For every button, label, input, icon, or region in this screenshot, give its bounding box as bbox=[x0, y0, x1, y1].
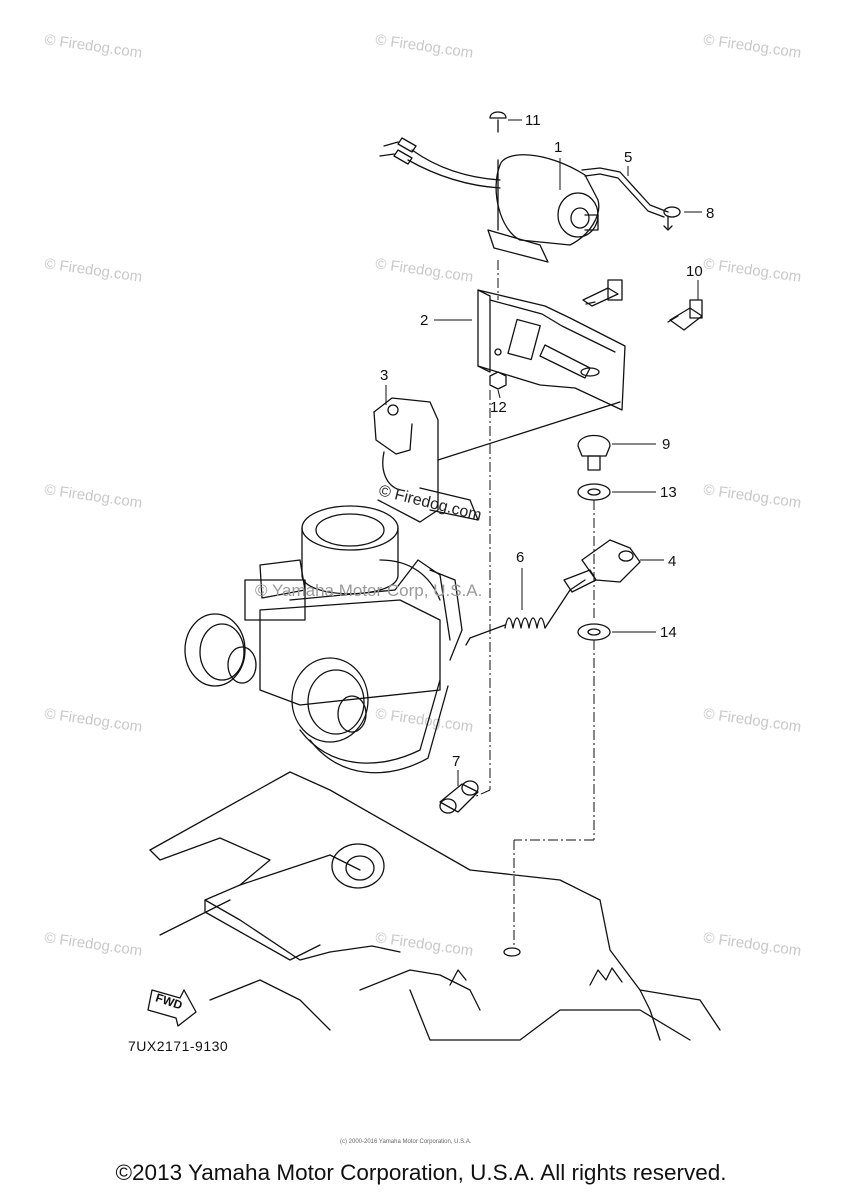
yamaha-watermark: © Yamaha Motor Corp, U.S.A. bbox=[255, 581, 482, 600]
throttle-bracket bbox=[373, 397, 621, 523]
callout-13: 13 bbox=[660, 484, 677, 501]
screw bbox=[489, 111, 507, 133]
carburetor bbox=[184, 505, 463, 774]
lever bbox=[563, 539, 641, 593]
callout-5: 5 bbox=[624, 149, 632, 166]
bolt bbox=[582, 279, 623, 307]
solenoid bbox=[379, 137, 600, 263]
callout-7: 7 bbox=[452, 753, 460, 770]
bracket-plate bbox=[477, 289, 626, 411]
bushing bbox=[439, 780, 479, 814]
washer-14 bbox=[577, 623, 611, 641]
callout-3: 3 bbox=[380, 367, 388, 384]
spring bbox=[465, 579, 586, 646]
callout-12: 12 bbox=[490, 399, 507, 416]
link-rod bbox=[581, 167, 681, 231]
fwd-arrow bbox=[147, 989, 197, 1027]
callout-6: 6 bbox=[516, 549, 524, 566]
plug bbox=[577, 434, 611, 471]
callout-10: 10 bbox=[686, 263, 703, 280]
engine-base bbox=[149, 771, 721, 1041]
copyright-notice: ©2013 Yamaha Motor Corporation, U.S.A. A… bbox=[115, 1160, 727, 1185]
callout-14: 14 bbox=[660, 624, 677, 641]
callout-11: 11 bbox=[525, 112, 541, 129]
mini-copyright: (c) 2000-2016 Yamaha Motor Corporation, … bbox=[340, 1139, 472, 1145]
callout-1: 1 bbox=[554, 139, 562, 156]
callout-9: 9 bbox=[662, 436, 670, 453]
part-code: 7UX2171-9130 bbox=[128, 1038, 229, 1054]
washer-13 bbox=[577, 483, 611, 501]
bolt-10 bbox=[667, 299, 703, 331]
nut bbox=[489, 371, 507, 390]
callout-2: 2 bbox=[420, 312, 428, 329]
callout-8: 8 bbox=[706, 205, 714, 222]
callout-4: 4 bbox=[668, 553, 676, 570]
